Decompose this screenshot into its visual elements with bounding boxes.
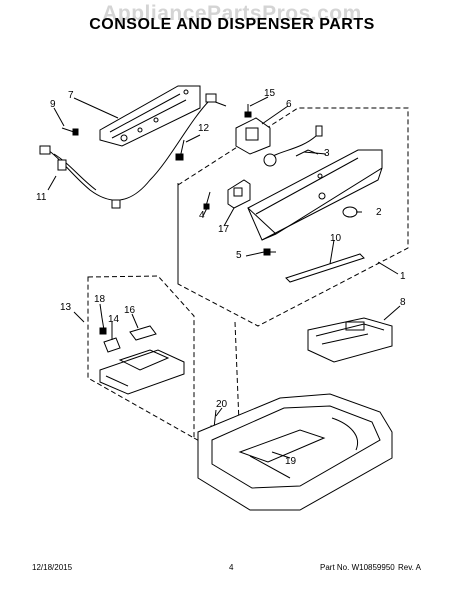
connector-line-console bbox=[177, 180, 241, 449]
screw-12-part bbox=[175, 139, 185, 161]
callout-6: 6 bbox=[286, 99, 292, 110]
module-17-part bbox=[227, 179, 251, 209]
footer-revision: Rev. A bbox=[398, 563, 421, 572]
wire-harness-part bbox=[39, 93, 227, 209]
callout-4: 4 bbox=[199, 210, 205, 221]
callout-15: 15 bbox=[264, 88, 276, 99]
leader-lines bbox=[47, 96, 401, 459]
screw-9-part bbox=[61, 127, 79, 136]
callout-17: 17 bbox=[218, 224, 230, 235]
console-endcap-part bbox=[99, 85, 201, 147]
console-body-part bbox=[247, 149, 383, 241]
dispenser-drawer-part bbox=[307, 317, 393, 363]
callout-16: 16 bbox=[124, 305, 136, 316]
callout-9: 9 bbox=[50, 99, 56, 110]
connector-16-part bbox=[129, 325, 157, 341]
screw-15-part bbox=[244, 104, 252, 118]
page-title: CONSOLE AND DISPENSER PARTS bbox=[89, 16, 375, 33]
footer-part-number: Part No. W10859950 bbox=[320, 563, 395, 572]
control-board-part bbox=[99, 349, 185, 395]
callout-1: 1 bbox=[400, 271, 406, 282]
cabinet-top-part bbox=[197, 393, 393, 511]
trim-strip-part bbox=[285, 253, 365, 283]
callout-18: 18 bbox=[94, 294, 106, 305]
callout-5: 5 bbox=[236, 250, 242, 261]
callout-19: 19 bbox=[285, 456, 297, 467]
callout-20: 20 bbox=[216, 399, 228, 410]
callout-14: 14 bbox=[108, 314, 120, 325]
callout-10: 10 bbox=[330, 233, 342, 244]
switch-part bbox=[235, 117, 271, 155]
callout-13: 13 bbox=[60, 302, 72, 313]
callout-3: 3 bbox=[324, 148, 330, 159]
knob-2-part bbox=[342, 206, 358, 218]
callout-8: 8 bbox=[400, 297, 406, 308]
footer-date: 12/18/2015 bbox=[32, 563, 73, 572]
bracket-14-part bbox=[103, 337, 121, 353]
footer-page-number: 4 bbox=[229, 563, 234, 572]
callout-7: 7 bbox=[68, 90, 74, 101]
watermark-text: AppliancePartsPros.com bbox=[102, 2, 362, 25]
screw-4-part bbox=[203, 191, 211, 210]
callout-11: 11 bbox=[36, 192, 47, 203]
board-group-outline bbox=[87, 275, 195, 439]
screw-5-part bbox=[263, 248, 276, 256]
lid-switch-harness-part bbox=[263, 125, 323, 167]
screw-18-part bbox=[99, 317, 107, 335]
callout-12: 12 bbox=[198, 123, 210, 134]
callout-2: 2 bbox=[376, 207, 382, 218]
